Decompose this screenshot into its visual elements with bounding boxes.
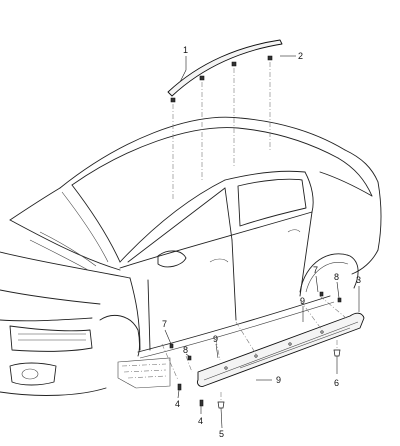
- car-body-outline: [0, 116, 382, 396]
- molding-clip-3: [231, 61, 237, 67]
- screw-4a: [177, 383, 182, 391]
- callout-1: 1: [183, 45, 188, 55]
- callout-7-right: 7: [313, 265, 318, 275]
- molding-clip-1: [170, 97, 176, 103]
- callouts: 1 2 3 7 8 9 7 8 9 9 4 4 5 6: [162, 45, 361, 439]
- callout-7-left: 7: [162, 319, 167, 329]
- callout-4-left: 4: [175, 399, 180, 409]
- callout-9-middle: 9: [213, 334, 218, 344]
- leader-lines: [164, 55, 360, 429]
- roof-molding-strip: [167, 39, 283, 97]
- callout-9-right: 9: [300, 296, 305, 306]
- callout-8-right: 8: [334, 272, 339, 282]
- fasteners: [169, 291, 342, 409]
- roof-molding-assembly: [167, 39, 283, 200]
- screw-4b: [199, 399, 204, 407]
- side-sill-molding: [161, 295, 365, 387]
- callout-3: 3: [356, 275, 361, 285]
- clip-6: [333, 349, 341, 357]
- callout-8-left: 8: [183, 345, 188, 355]
- callout-2: 2: [298, 51, 303, 61]
- callout-6: 6: [334, 378, 339, 388]
- molding-clip-4: [267, 55, 273, 61]
- callout-5: 5: [219, 429, 224, 439]
- callout-9-bottom: 9: [276, 375, 281, 385]
- callout-4-right: 4: [198, 416, 203, 426]
- molding-clip-2: [199, 75, 205, 81]
- clip-5: [217, 401, 225, 409]
